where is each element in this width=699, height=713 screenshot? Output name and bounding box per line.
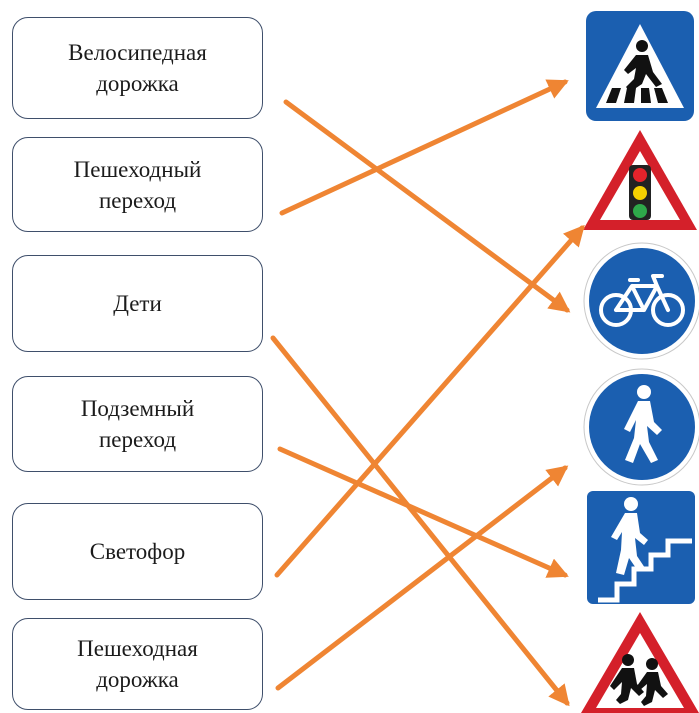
- label-box-crosswalk[interactable]: Пешеходный переход: [12, 137, 263, 232]
- underpass-sign-icon: [587, 491, 695, 604]
- arrow-footpath-to-pedestrian-sign: [275, 465, 569, 691]
- label-box-children[interactable]: Дети: [12, 255, 263, 352]
- label-box-underpass[interactable]: Подземный переход: [12, 376, 263, 472]
- bicycle-path-sign-icon: [583, 242, 699, 360]
- arrow-bike-path-to-bicycle-sign: [283, 99, 571, 313]
- arrow-traffic-light-to-traffic-light-sign: [274, 224, 585, 578]
- arrow-crosswalk-to-crosswalk-sign: [279, 79, 569, 216]
- arrow-children-to-children-sign: [270, 335, 570, 707]
- label-text: Подземный переход: [80, 396, 195, 452]
- label-box-traffic-light[interactable]: Светофор: [12, 503, 263, 600]
- crosswalk-sign-icon: [586, 11, 694, 121]
- label-box-footpath[interactable]: Пешеходная дорожка: [12, 618, 263, 710]
- label-text: Велосипедная дорожка: [68, 40, 207, 96]
- children-warning-sign-icon: [581, 612, 699, 713]
- pedestrian-path-sign-icon: [583, 368, 699, 486]
- traffic-light-warning-sign-icon: [583, 130, 697, 230]
- label-text: Пешеходный переход: [73, 156, 202, 213]
- arrow-underpass-to-underpass-sign: [277, 446, 569, 578]
- label-text: Пешеходная дорожка: [77, 636, 198, 692]
- label-text: Дети: [113, 291, 162, 316]
- label-box-bike-path[interactable]: Велосипедная дорожка: [12, 17, 263, 119]
- label-text: Светофор: [89, 539, 186, 564]
